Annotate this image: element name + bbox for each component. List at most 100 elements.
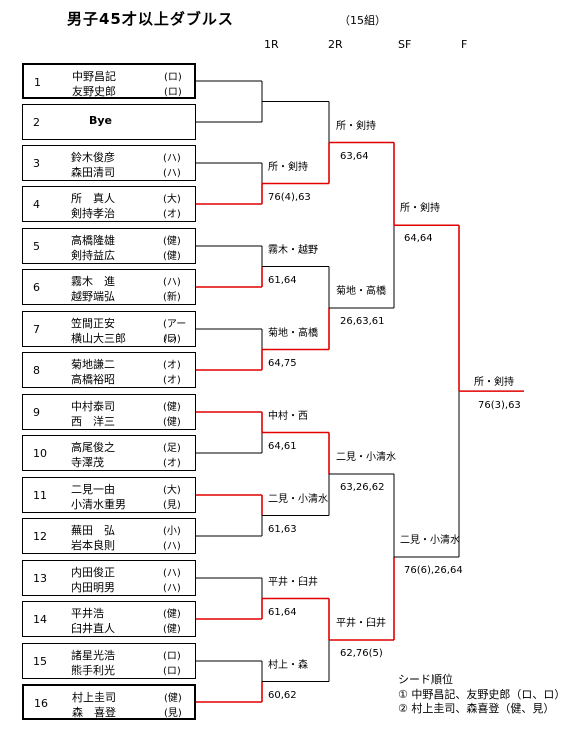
club-code: (ラ) (163, 334, 181, 345)
entry-number: 12 (33, 530, 47, 543)
club-code: (健) (163, 251, 181, 262)
club-code: (健) (163, 609, 181, 620)
page-title: 男子45才以上ダブルス (67, 10, 234, 28)
r2-score: 63,26,62 (340, 482, 385, 493)
r1-score: 61,63 (268, 523, 297, 535)
entry-number: 13 (33, 572, 47, 585)
player-name: 蕪田 弘 (71, 524, 115, 537)
player-name: 二見一由 (71, 483, 115, 496)
entry-number: 11 (33, 489, 47, 502)
entry-box: 14 平井浩 (健) 臼井直人 (健) (22, 601, 196, 637)
club-code: (健) (163, 417, 181, 428)
round-header-f: F (461, 38, 468, 51)
final-winner: 所・剣持 (474, 377, 514, 389)
player-name: 岩本良則 (71, 539, 115, 552)
club-code: (見) (163, 500, 181, 511)
club-code: (健) (163, 236, 181, 247)
r1-score: 64,75 (268, 357, 297, 369)
r2-winner: 菊地・高橋 (336, 286, 386, 297)
club-code: (小) (163, 526, 181, 537)
club-code: (ハ) (163, 568, 181, 579)
club-code: (大) (163, 485, 181, 496)
entry-number: 14 (33, 613, 47, 626)
sf-winner: 所・剣持 (400, 203, 440, 215)
r1-score: 61,64 (268, 606, 297, 618)
entry-number: 8 (33, 364, 40, 377)
r1-score: 64,61 (268, 440, 297, 452)
sf-winner: 二見・小清水 (400, 535, 460, 546)
player-name: 内田俊正 (71, 566, 115, 579)
round-header-1r: 1R (264, 38, 279, 51)
player-name: 剣持益広 (71, 249, 115, 262)
seed-item-2: ② 村上圭司、森喜登（健、見） (398, 702, 555, 715)
club-code: (オ) (163, 209, 181, 220)
seed-title: シード順位 (398, 673, 453, 686)
round-header-sf: SF (398, 38, 412, 51)
club-code: (健) (164, 693, 182, 704)
r1-winner: 所・剣持 (268, 161, 308, 173)
final-score: 76(3),63 (478, 400, 521, 412)
entry-number: 7 (33, 323, 40, 336)
club-code: (ロ) (163, 651, 181, 662)
round-header-2r: 2R (328, 38, 343, 51)
club-code: (見) (164, 708, 182, 719)
player-name: 内田明男 (71, 581, 115, 594)
player-name: 菊地謙二 (71, 358, 115, 371)
player-name: 鈴木俊彦 (71, 151, 115, 164)
club-code: (ロ) (164, 72, 182, 83)
player-name: 越野端弘 (71, 290, 115, 303)
club-code: (ハ) (163, 153, 181, 164)
club-code: (ハ) (163, 541, 181, 552)
r2-score: 26,63,61 (340, 316, 385, 327)
entry-box: 10 高尾俊之 (足) 寺澤茂 (オ) (22, 435, 196, 471)
entry-number: 1 (34, 76, 41, 89)
club-code: (健) (163, 624, 181, 635)
r2-winner: 二見・小清水 (336, 452, 396, 463)
entry-box: 12 蕪田 弘 (小) 岩本良則 (ハ) (22, 518, 196, 554)
sf-score: 76(6),26,64 (404, 565, 463, 576)
entry-number: 6 (33, 281, 40, 294)
seed-item-1: ① 中野昌記、友野史郎（ロ、ロ） (398, 688, 566, 701)
entry-number: 10 (33, 447, 47, 460)
club-code: (足) (163, 443, 181, 454)
player-name: 剣持孝治 (71, 207, 115, 220)
entry-number: 2 (33, 116, 40, 129)
r2-score: 63,64 (340, 150, 369, 162)
player-name: 所 真人 (71, 192, 115, 205)
club-code: (ロ) (164, 87, 182, 98)
r1-winner: 平井・臼井 (268, 576, 318, 588)
player-name: 臼井直人 (71, 622, 115, 635)
entry-number: 5 (33, 240, 40, 253)
r1-winner: 二見・小清水 (268, 493, 328, 505)
player-name: 横山大三郎 (71, 332, 126, 345)
r1-score: 76(4),63 (268, 191, 311, 203)
group-label: （15組） (339, 14, 386, 27)
player-name: 霧木 進 (71, 275, 115, 288)
r1-winner: 村上・森 (268, 659, 308, 671)
player-name: 中村泰司 (71, 400, 115, 413)
player-name: 平井浩 (71, 607, 104, 620)
club-code: (ハ) (163, 168, 181, 179)
player-name: 友野史郎 (72, 85, 116, 98)
player-name: 諸星光浩 (71, 649, 115, 662)
club-code: (オ) (163, 458, 181, 469)
entry-number: 3 (33, 157, 40, 170)
player-name: 寺澤茂 (71, 456, 104, 469)
club-code: (オ) (163, 375, 181, 386)
player-name: 笠間正安 (71, 317, 115, 330)
player-name: 西 洋三 (71, 415, 115, 428)
r1-score: 60,62 (268, 689, 297, 701)
entry-number: 9 (33, 406, 40, 419)
player-name: 高尾俊之 (71, 441, 115, 454)
club-code: (新) (163, 292, 181, 303)
